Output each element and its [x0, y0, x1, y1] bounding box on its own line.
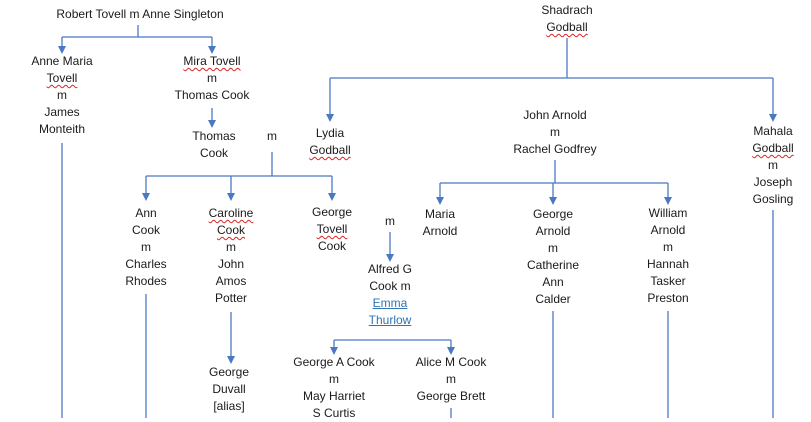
spouse-first: Joseph — [753, 175, 793, 189]
robert-tovell-name: Robert Tovell — [56, 7, 127, 21]
lydia-surname: Godball — [309, 143, 351, 157]
emma-thurlow-link-first[interactable]: Emma — [372, 296, 408, 310]
george-arnold-node: George Arnold m Catherine Ann Calder — [513, 206, 593, 308]
alias-note: [alias] — [213, 399, 245, 413]
george-first: George — [532, 207, 574, 221]
spouse-name: George Brett — [416, 389, 486, 403]
william-first: William — [648, 206, 688, 220]
marriage-label: m — [141, 240, 151, 254]
lydia-first: Lydia — [315, 126, 345, 140]
anne-singleton-name: Anne Singleton — [142, 7, 224, 21]
spouse-surname: Calder — [535, 292, 571, 306]
george-a-cook-name: George A Cook — [293, 355, 375, 369]
spouse-middle: Tasker — [650, 274, 686, 288]
mira-tovell-name: Mira Tovell — [183, 54, 241, 68]
anne-maria-surname: Tovell — [46, 71, 78, 85]
john-arnold-name: John Arnold — [523, 108, 587, 122]
ann-surname: Cook — [131, 223, 160, 237]
mahala-surname: Godball — [752, 141, 794, 155]
william-surname: Arnold — [650, 223, 686, 237]
spouse-first: James — [44, 105, 80, 119]
alfred-surname-marriage: Cook m — [369, 279, 411, 293]
marriage-label: m — [329, 372, 339, 386]
marriage-label: m — [550, 125, 560, 139]
george-a-cook-node: George A Cook m May Harriet S Curtis — [279, 354, 389, 422]
george-surname: Duvall — [212, 382, 246, 396]
spouse-surname: Monteith — [38, 122, 86, 136]
maria-first: Maria — [424, 207, 455, 221]
maria-arnold-node: Maria Arnold — [405, 206, 475, 240]
spouse-surname: Rhodes — [125, 274, 167, 288]
spouse-middle: Ann — [542, 275, 564, 289]
lydia-godball-node: Lydia Godball — [300, 125, 360, 159]
shadrach-surname: Godball — [546, 20, 588, 34]
alfred-g-cook-node: Alfred G Cook m Emma Thurlow — [350, 261, 430, 329]
george-first: George — [311, 205, 353, 219]
mahala-godball-node: Mahala Godball m Joseph Gosling — [738, 123, 808, 208]
alfred-name: Alfred G — [367, 262, 412, 276]
maria-surname: Arnold — [422, 224, 458, 238]
spouse-surname: Gosling — [752, 192, 794, 206]
emma-thurlow-link-surname[interactable]: Thurlow — [368, 313, 412, 327]
mahala-first: Mahala — [753, 124, 793, 138]
thomas-surname: Cook — [199, 146, 228, 160]
marriage-label: m — [207, 71, 217, 85]
anne-maria-first: Anne Maria — [31, 54, 93, 68]
spouse-first: Hannah — [646, 257, 690, 271]
george-tovell-cook-node: George Tovell Cook — [297, 204, 367, 255]
spouse-first: Catherine — [526, 258, 580, 272]
spouse-surname: S Curtis — [312, 406, 356, 420]
george-tovell-marriage-label: m — [385, 214, 395, 228]
marriage-label: m — [663, 240, 673, 254]
george-duvall-node: George Duvall [alias] — [194, 364, 264, 415]
marriage-label: m — [57, 88, 67, 102]
shadrach-first: Shadrach — [541, 3, 593, 17]
shadrach-godball-node: Shadrach Godball — [527, 2, 607, 36]
marriage-label: m — [129, 7, 140, 21]
spouse-first: May Harriet — [302, 389, 365, 403]
marriage-label: m — [446, 372, 456, 386]
thomas-lydia-marriage-label: m — [267, 129, 277, 143]
spouse-middle: Amos — [215, 274, 247, 288]
caroline-cook-node: Caroline Cook m John Amos Potter — [191, 205, 271, 307]
spouse-first: Charles — [125, 257, 167, 271]
george-middle: Tovell — [316, 222, 348, 236]
mira-tovell-node: Mira Tovell m Thomas Cook — [152, 53, 272, 104]
alice-m-cook-node: Alice M Cook m George Brett — [396, 354, 506, 405]
john-arnold-node: John Arnold m Rachel Godfrey — [495, 107, 615, 158]
george-surname: Cook — [317, 239, 346, 253]
marriage-label: m — [548, 241, 558, 255]
spouse-name: Thomas Cook — [174, 88, 250, 102]
rachel-godfrey-name: Rachel Godfrey — [513, 142, 597, 156]
marriage-label: m — [226, 240, 236, 254]
spouse-surname: Preston — [647, 291, 689, 305]
ann-first: Ann — [135, 206, 157, 220]
spouse-first: John — [217, 257, 245, 271]
spouse-surname: Potter — [214, 291, 247, 305]
william-arnold-node: William Arnold m Hannah Tasker Preston — [628, 205, 708, 307]
caroline-first: Caroline — [208, 206, 254, 220]
caroline-surname: Cook — [216, 223, 245, 237]
thomas-first: Thomas — [192, 129, 236, 143]
anne-maria-tovell-node: Anne Maria Tovell m James Monteith — [12, 53, 112, 138]
thomas-cook-node: Thomas Cook — [179, 128, 249, 162]
ann-cook-node: Ann Cook m Charles Rhodes — [111, 205, 181, 290]
george-first: George — [208, 365, 250, 379]
alice-name: Alice M Cook — [415, 355, 487, 369]
george-surname: Arnold — [535, 224, 571, 238]
marriage-label: m — [768, 158, 778, 172]
robert-tovell-couple: Robert Tovell m Anne Singleton — [30, 6, 250, 23]
